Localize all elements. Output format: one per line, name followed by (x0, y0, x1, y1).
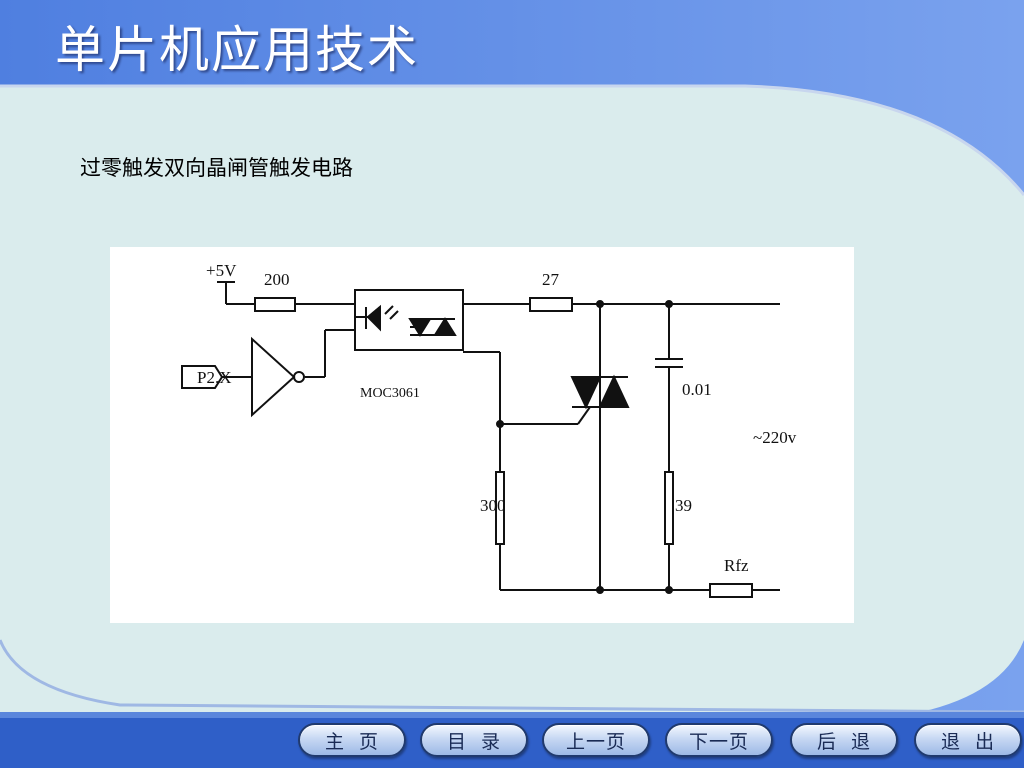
optocoupler-label: MOC3061 (360, 386, 420, 401)
input-label: P2.X (197, 368, 231, 387)
load-label: Rfz (724, 556, 749, 575)
resistor-27 (529, 297, 573, 312)
r3-label: 300 (480, 496, 506, 515)
next-page-button[interactable]: 下一页 (665, 723, 773, 757)
back-button[interactable]: 后 退 (790, 723, 898, 757)
home-button[interactable]: 主 页 (298, 723, 406, 757)
r1-label: 200 (264, 270, 290, 289)
prev-page-button[interactable]: 上一页 (542, 723, 650, 757)
r2-label: 27 (542, 270, 560, 289)
supply-label: +5V (206, 261, 237, 280)
r4-label: 39 (675, 496, 692, 515)
mains-label: ~220v (753, 428, 797, 447)
input-connector (181, 365, 224, 389)
page-title: 单片机应用技术 (55, 21, 419, 79)
optocoupler (354, 289, 464, 351)
capacitor-label: 0.01 (682, 380, 712, 399)
load-resistor (709, 583, 753, 598)
exit-button[interactable]: 退 出 (914, 723, 1022, 757)
inverter-buffer (251, 336, 296, 418)
resistor-39 (664, 471, 674, 545)
circuit-diagram: +5V 200 27 P2.X MOC3061 0.01 ~220v 300 3… (110, 247, 854, 623)
contents-button[interactable]: 目 录 (420, 723, 528, 757)
slide-subtitle: 过零触发双向晶闸管触发电路 (80, 156, 353, 180)
resistor-200 (254, 297, 296, 312)
